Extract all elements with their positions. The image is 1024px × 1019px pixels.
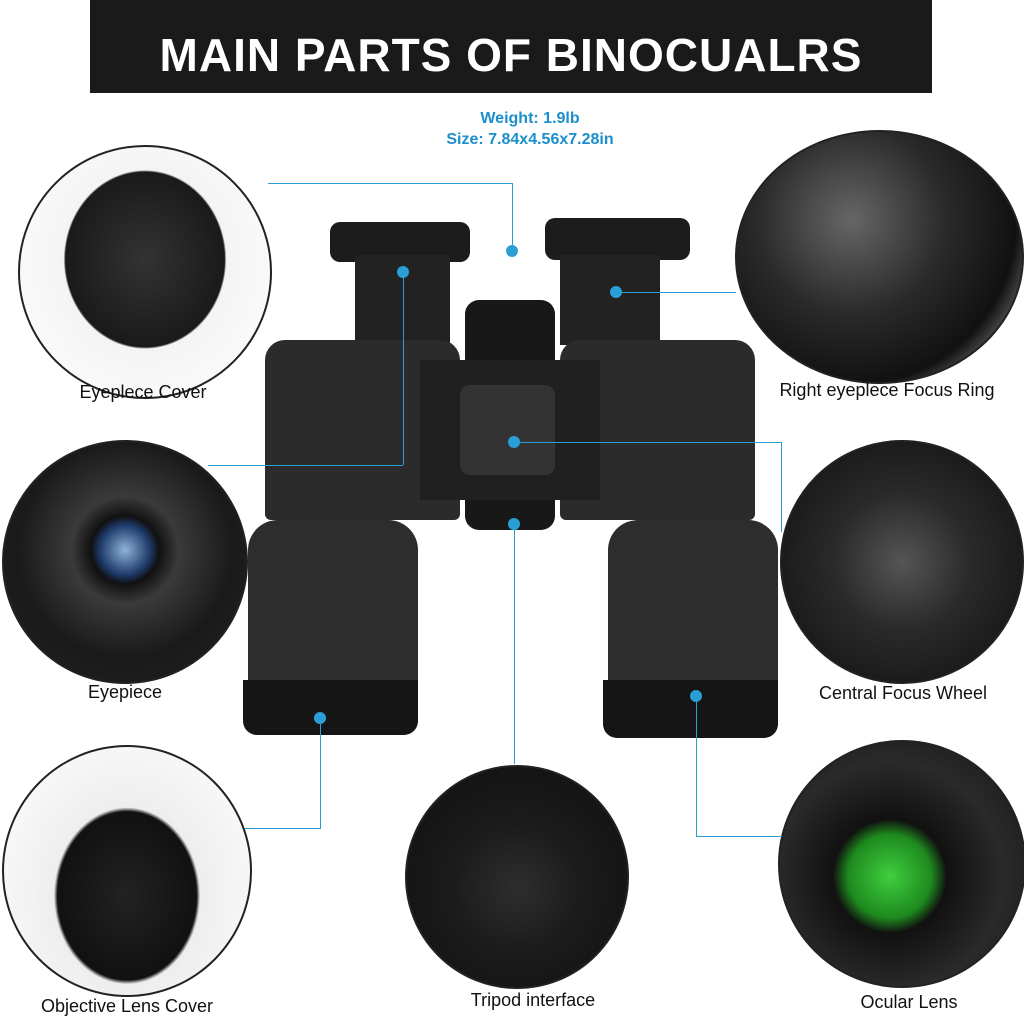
right-focus-ring-detail xyxy=(735,130,1024,384)
central-wheel-detail xyxy=(780,440,1024,684)
label-eyepiece: Eyepiece xyxy=(87,682,163,702)
label-eyepiece-cover: Eyeplece Cover xyxy=(79,382,207,402)
label-ocular-lens: Ocular Lens xyxy=(860,992,958,1012)
label-tripod-interface: Tripod interface xyxy=(470,990,596,1010)
size-spec: Size: 7.84x4.56x7.28in xyxy=(446,131,614,148)
title-banner: MAIN PARTS OF BINOCUALRS xyxy=(90,0,932,93)
ocular-lens-detail xyxy=(778,740,1024,988)
objective-cover-detail xyxy=(2,745,252,997)
weight-spec: Weight: 1.9lb xyxy=(480,110,580,127)
eyepiece-cover-detail xyxy=(18,145,272,399)
tripod-detail xyxy=(405,765,629,989)
specs: Weight: 1.9lb Size: 7.84x4.56x7.28in xyxy=(380,108,680,150)
label-objective-lens-cover: Objective Lens Cover xyxy=(40,996,214,1016)
label-right-focus-ring: Right eyeplece Focus Ring xyxy=(779,380,995,400)
eyepiece-detail xyxy=(2,440,248,684)
label-central-focus-wheel: Central Focus Wheel xyxy=(818,683,988,703)
